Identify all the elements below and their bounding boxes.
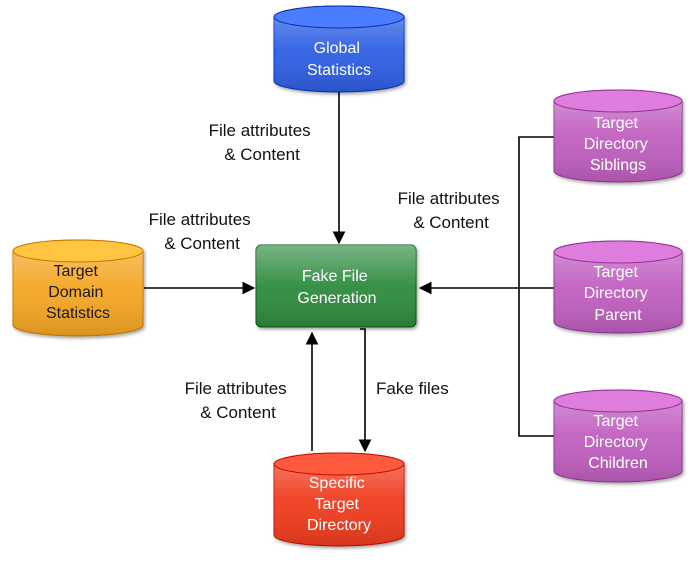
node-label: Fake File Generation: [297, 268, 376, 307]
cylinder-top: [273, 452, 405, 476]
cylinder-top: [553, 89, 683, 113]
node-label: Target Directory Siblings: [584, 115, 652, 174]
label-specific-to-generation: File attributes & Content: [185, 379, 292, 422]
node-label: Specific Target Directory: [307, 475, 371, 534]
cylinder-top: [273, 5, 405, 29]
node-label: Global Statistics: [307, 40, 371, 79]
label-domain-to-generation: File attributes & Content: [149, 210, 256, 253]
edge-generation-to-specific: [358, 328, 372, 453]
node-target-directory-siblings: Target Directory Siblings: [553, 89, 683, 183]
node-target-domain-statistics: Target Domain Statistics: [12, 239, 144, 337]
cylinder-top: [12, 239, 144, 263]
label-global-to-generation: File attributes & Content: [209, 121, 316, 164]
cylinder-top: [553, 389, 683, 413]
node-global-statistics: Global Statistics: [273, 5, 405, 93]
node-label: Target Directory Parent: [584, 264, 652, 324]
node-fake-file-generation: Fake File Generation: [255, 244, 417, 328]
edge-related-dirs-bracket: [518, 136, 554, 437]
edge-labels: File attributes & Content File attribute…: [149, 121, 505, 422]
edges: [144, 92, 554, 453]
label-generation-to-specific: Fake files: [376, 379, 449, 398]
node-specific-target-directory: Specific Target Directory: [273, 452, 405, 547]
node-target-directory-parent: Target Directory Parent: [553, 240, 683, 334]
cylinder-top: [553, 240, 683, 264]
label-related-dirs-to-generation: File attributes & Content: [398, 189, 505, 232]
node-label: Target Domain Statistics: [46, 263, 110, 322]
node-label: Target Directory Children: [584, 413, 652, 472]
node-target-directory-children: Target Directory Children: [553, 389, 683, 483]
